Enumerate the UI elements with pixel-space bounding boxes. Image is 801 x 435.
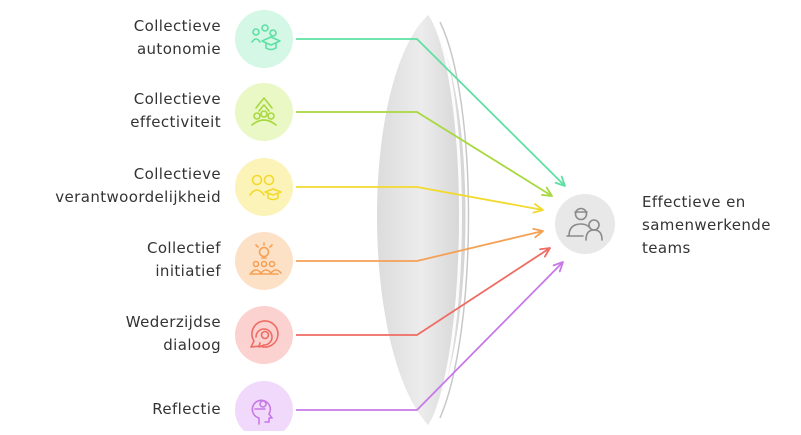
connector-2: [296, 111, 553, 197]
input-label-2: Collectieve effectiviteit: [130, 88, 221, 134]
group-graduation-icon: [235, 158, 293, 216]
arrowhead-6: [552, 261, 564, 273]
input-label-6: Reflectie: [152, 398, 221, 421]
input-label-4: Collectief initiatief: [147, 237, 221, 283]
input-label-3-line-1: Collectieve: [133, 165, 221, 183]
input-label-1-line-1: Collectieve: [133, 17, 221, 35]
input-label-4-line-2: initiatief: [155, 262, 221, 280]
input-label-2-line-2: effectiviteit: [130, 113, 221, 131]
lightbulb-team-icon: [235, 232, 293, 290]
connector-6: [296, 261, 564, 411]
input-label-1-line-2: autonomie: [136, 40, 221, 58]
input-label-5-line-1: Wederzijdse: [125, 313, 221, 331]
input-label-5: Wederzijdse dialoog: [126, 311, 221, 357]
arrowhead-4: [532, 227, 544, 239]
head-reflection-icon: [235, 381, 293, 435]
input-label-1: Collectieve autonomie: [134, 15, 221, 61]
input-label-3-line-2: verantwoordelijkheid: [55, 188, 221, 206]
arrowhead-5: [539, 247, 551, 258]
output-label: Effectieve en samenwerkende teams: [642, 191, 771, 260]
input-label-6-line-1: Reflectie: [152, 399, 221, 418]
arrowhead-3: [532, 203, 544, 214]
connector-3: [296, 186, 544, 211]
connector-4: [296, 230, 544, 262]
input-label-2-line-1: Collectieve: [133, 90, 221, 108]
input-label-3: Collectieve verantwoordelijkheid: [55, 163, 221, 209]
team-collaboration-icon: [555, 194, 615, 254]
growth-team-icon: [235, 83, 293, 141]
input-label-5-line-2: dialoog: [163, 336, 221, 354]
arrowhead-1: [554, 175, 566, 187]
output-label-line-1: Effectieve en: [642, 193, 746, 211]
input-label-4-line-1: Collectief: [146, 239, 221, 257]
connector-1: [296, 38, 566, 187]
connector-5: [296, 247, 551, 336]
output-label-line-2: samenwerkende: [642, 216, 771, 234]
arrowhead-2: [541, 186, 553, 197]
people-graduation-icon: [235, 10, 293, 68]
output-label-line-3: teams: [642, 239, 691, 257]
chat-bubbles-icon: [235, 306, 293, 364]
